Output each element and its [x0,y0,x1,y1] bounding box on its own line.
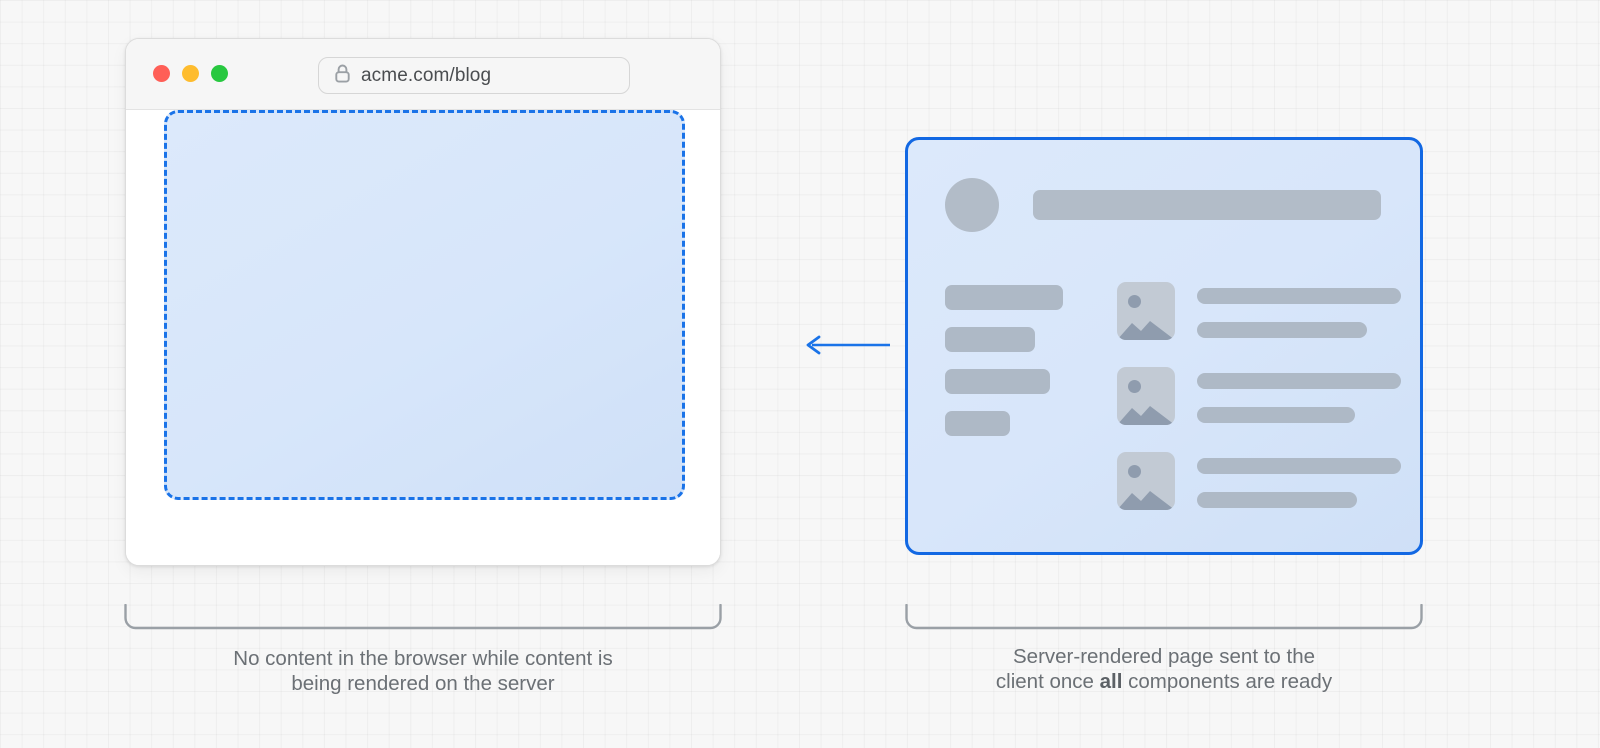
caption-left-line2: being rendered on the server [291,672,555,695]
text-line-placeholder [1197,288,1401,304]
text-line-placeholder [1197,407,1355,423]
image-placeholder-icon [1117,367,1175,425]
flow-arrow-right-to-left [802,330,892,360]
bracket-right [905,603,1423,630]
browser-titlebar: acme.com/blog [126,39,720,110]
address-bar[interactable]: acme.com/blog [318,57,630,94]
caption-right-emphasis: all [1099,670,1123,693]
sidebar-placeholder-bar [945,411,1010,436]
text-line-placeholder [1197,492,1357,508]
list-item [1117,282,1401,340]
minimize-window-button[interactable] [182,65,199,82]
server-rendered-page-card [905,137,1423,555]
caption-right: Server-rendered page sent to the client … [905,644,1423,694]
url-text: acme.com/blog [361,64,492,86]
caption-right-line2-suffix: components are ready [1122,670,1333,693]
caption-left-line1: No content in the browser while content … [233,647,613,670]
caption-left: No content in the browser while content … [124,646,722,696]
sidebar-placeholder-bar [945,369,1050,394]
traffic-light-buttons [153,65,228,82]
sidebar-placeholder-column [945,282,1063,510]
card-header [945,178,1381,232]
maximize-window-button[interactable] [211,65,228,82]
header-title-placeholder [1033,190,1381,220]
text-line-placeholder [1197,373,1401,389]
text-line-placeholder [1197,458,1401,474]
bracket-left [124,603,722,630]
avatar [945,178,999,232]
browser-window: acme.com/blog [125,38,721,566]
close-window-button[interactable] [153,65,170,82]
image-placeholder-icon [1117,282,1175,340]
list-item-lines [1197,282,1401,338]
caption-right-line2: client once all components are ready [905,669,1423,694]
list-item-lines [1197,452,1401,508]
empty-content-placeholder [164,110,685,500]
list-item-lines [1197,367,1401,423]
article-list [1117,282,1401,510]
sidebar-placeholder-bar [945,285,1063,310]
lock-icon [333,63,352,89]
caption-right-line2-prefix: client once [995,670,1100,693]
image-placeholder-icon [1117,452,1175,510]
browser-viewport [126,110,720,565]
sidebar-placeholder-bar [945,327,1035,352]
text-line-placeholder [1197,322,1367,338]
list-item [1117,367,1401,425]
image-icon-sun [1128,380,1141,393]
caption-right-line1: Server-rendered page sent to the [1013,645,1315,668]
image-icon-sun [1128,295,1141,308]
image-icon-sun [1128,465,1141,478]
list-item [1117,452,1401,510]
card-body [945,282,1401,510]
